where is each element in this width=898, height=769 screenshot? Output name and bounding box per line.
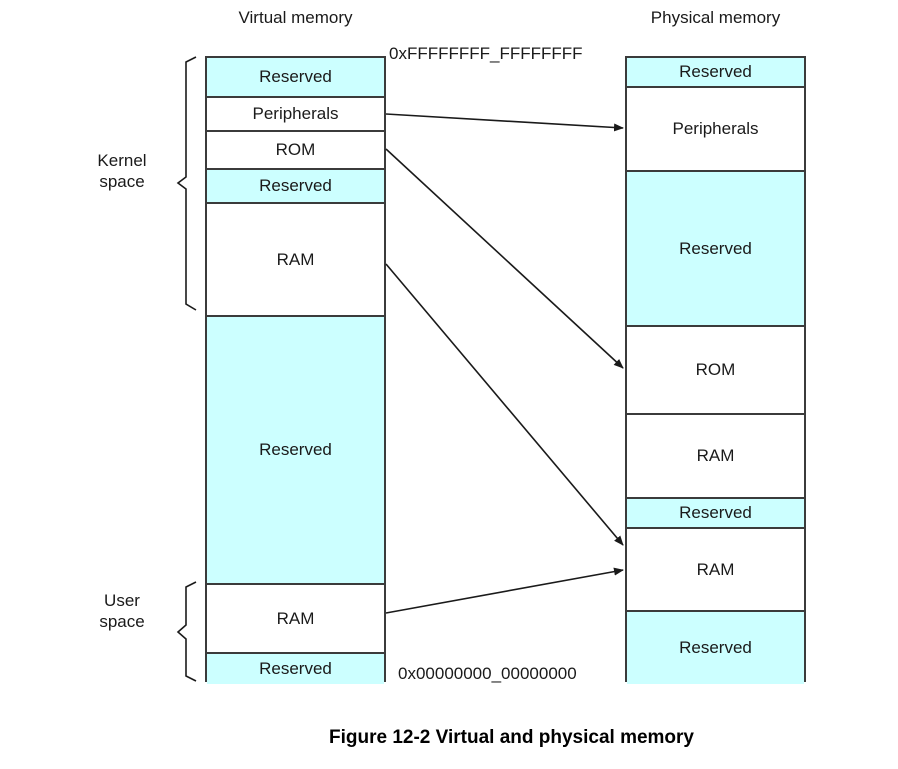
user-space-brace xyxy=(176,581,197,682)
space-braces xyxy=(176,56,197,682)
physical-block-reserved: Reserved xyxy=(627,172,804,327)
physical-block-ram: RAM xyxy=(627,415,804,499)
virtual-block-ram: RAM xyxy=(207,585,384,654)
physical-block-label: ROM xyxy=(695,360,736,379)
kernel-space-label: Kernel space xyxy=(66,150,178,192)
figure-caption: Figure 12-2 Virtual and physical memory xyxy=(329,727,694,748)
mapping-arrow-virtual-kernel-ram-to-physical-ram-low xyxy=(385,263,624,546)
virtual-bottom-address-label: 0x00000000_00000000 xyxy=(398,664,577,683)
virtual-block-peripherals: Peripherals xyxy=(207,98,384,132)
physical-block-label: Reserved xyxy=(679,62,752,81)
physical-block-label: Reserved xyxy=(679,503,752,522)
physical-block-reserved: Reserved xyxy=(627,499,804,529)
virtual-block-label: Reserved xyxy=(259,176,332,195)
mapping-arrow-virtual-user-ram-to-physical-ram-low xyxy=(385,567,624,614)
physical-block-ram: RAM xyxy=(627,529,804,612)
virtual-block-label: Reserved xyxy=(259,659,332,678)
virtual-top-address-label: 0xFFFFFFFF_FFFFFFFF xyxy=(389,44,583,63)
physical-block-reserved: Reserved xyxy=(627,612,804,684)
virtual-block-label: ROM xyxy=(275,140,316,159)
physical-block-label: RAM xyxy=(696,446,735,465)
virtual-block-label: Reserved xyxy=(259,440,332,459)
physical-block-label: RAM xyxy=(696,559,735,579)
user-space-label-line1: User xyxy=(104,591,140,610)
user-space-label: User space xyxy=(66,590,178,632)
virtual-block-ram: RAM xyxy=(207,204,384,317)
physical-block-label: Peripherals xyxy=(672,119,759,138)
mapping-arrow-virtual-rom-to-physical-rom xyxy=(385,148,624,369)
physical-block-reserved: Reserved xyxy=(627,58,804,88)
kernel-space-label-line2: space xyxy=(99,172,145,191)
virtual-block-label: RAM xyxy=(276,608,315,628)
physical-block-label: Reserved xyxy=(679,238,752,258)
physical-block-rom: ROM xyxy=(627,327,804,415)
virtual-block-reserved: Reserved xyxy=(207,58,384,98)
virtual-memory-title: Virtual memory xyxy=(238,8,353,27)
virtual-block-reserved: Reserved xyxy=(207,317,384,585)
kernel-space-label-line1: Kernel xyxy=(97,151,147,170)
mapping-arrow-virtual-peripherals-to-physical-peripherals xyxy=(385,113,624,132)
virtual-block-label: Reserved xyxy=(259,67,332,86)
user-space-label-line2: space xyxy=(99,612,145,631)
virtual-block-reserved: Reserved xyxy=(207,654,384,684)
virtual-block-label: Peripherals xyxy=(252,104,339,123)
physical-block-label: Reserved xyxy=(679,638,752,657)
virtual-block-rom: ROM xyxy=(207,132,384,170)
mapping-arrows xyxy=(385,113,624,614)
kernel-space-brace xyxy=(176,56,197,311)
physical-memory-title: Physical memory xyxy=(650,8,781,27)
virtual-block-reserved: Reserved xyxy=(207,170,384,204)
virtual-block-label: RAM xyxy=(276,249,315,269)
physical-block-peripherals: Peripherals xyxy=(627,88,804,172)
